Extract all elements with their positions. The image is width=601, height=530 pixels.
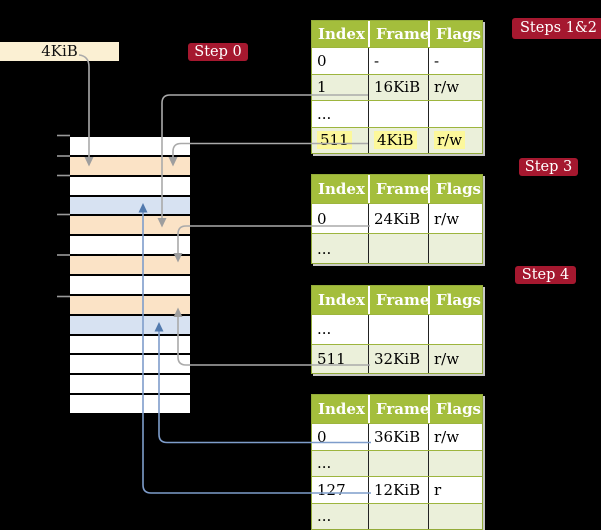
memory-row-8-peach [70,295,190,314]
header-cell-flags: Flags [428,395,482,423]
memory-row-12-white [70,375,190,394]
page-table-final-row-3-cell-0: ... [317,507,332,526]
page-table-step-3-row-1: ... [312,233,482,263]
highlighted-value: r/w [434,131,466,150]
memory-row-11-white [70,355,190,374]
memory-row-10-white [70,335,190,354]
page-table-final-row-2-cell-0: 127 [317,480,346,499]
header-cell-index: Index [318,400,365,418]
page-table-final-row-1: ... [312,449,482,476]
page-table-final-row-2-cell-1: 12KiB [368,477,428,503]
memory-row-6-peach [70,256,190,275]
page-table-step-4-row-0-cell-2 [428,315,482,344]
page-table-step-3-row-1-cell-0: ... [317,239,332,258]
page-table-steps-1-2-row-2: ... [312,100,482,127]
page-table-steps-1-2-row-0-cell-2: - [428,48,482,74]
page-table-final-row-1-cell-2 [428,450,482,476]
memory-row-4-peach [70,216,190,235]
page-table-final-row-0-cell-0: 0 [317,427,327,446]
page-table-steps-1-2-row-3-cell-2: r/w [428,127,482,153]
header-cell-frame: Frame [368,286,429,314]
page-table-final-row-1-cell-1 [368,450,428,476]
page-table-steps-1-2-row-2-cell-1 [368,101,428,127]
page-table-step-4-row-0-cell-1 [368,315,428,344]
page-table-final-row-0-cell-1: 36KiB [368,424,428,450]
page-table-step-4-row-1-cell-2: r/w [428,344,482,373]
page-table-steps-1-2-row-3-cell-0: 511 [312,128,368,154]
memory-strip [70,137,190,415]
memory-row-3-blue [70,196,190,215]
memory-row-9-blue [70,315,190,334]
page-table-steps-1-2-row-0: 0 -- [312,47,482,74]
memory-row-2-white [70,176,190,195]
page-table-steps-1-2-row-3: 511 4KiB r/w [312,126,482,154]
page-table-steps-1-2-row-1-cell-0: 1 [317,78,327,97]
page-table-final-row-0-cell-2: r/w [428,424,482,450]
memory-row-1-peach [70,156,190,175]
page-table-steps-1-2-row-0-cell-1: - [368,48,428,74]
header-cell-flags: Flags [428,175,482,203]
header-cell-frame: Frame [368,21,429,47]
page-table-steps-1-2-row-1-cell-1: 16KiB [368,74,428,100]
page-table-final-row-3-cell-1 [368,503,428,529]
page-table-steps-1-2-row-3-cell-1: 4KiB [368,127,428,153]
highlighted-value: 4KiB [374,131,417,150]
memory-row-13-white [70,395,190,414]
header-cell-flags: Flags [428,286,482,314]
page-table-final-row-2-cell-2: r [428,477,482,503]
page-table-step-3-row-0-cell-2: r/w [428,204,482,233]
page-table-final-row-3-cell-2 [428,503,482,529]
header-cell-flags: Flags [428,21,482,47]
page-table-step-3-row-0-cell-0: 0 [317,209,327,228]
badge-step-3: Step 3 [519,158,578,176]
page-table-steps-1-2-row-2-cell-0: ... [317,104,332,123]
memory-row-0-white [70,137,190,155]
memory-row-7-white [70,276,190,294]
page-table-steps-1-2-row-1-cell-2: r/w [428,74,482,100]
header-cell-frame: Frame [368,175,429,203]
page-table-final-row-3: ... [312,502,482,529]
header-cell-index: Index [318,291,365,309]
badge-step-0: Step 0 [188,43,248,61]
frame-boundary-ticks [57,134,70,298]
header-cell-frame: Frame [368,395,429,423]
header-cell-index: Index [318,180,365,198]
page-table-steps-1-2-row-2-cell-2 [428,101,482,127]
badge-steps-1-2: Steps 1&2 [512,18,601,39]
page-table-steps-1-2-row-0-cell-0: 0 [317,51,327,70]
page-table-step-3-row-1-cell-2 [428,234,482,263]
page-table-final-row-1-cell-0: ... [317,454,332,473]
free-frame-size-box: 4KiB [0,42,119,61]
badge-step-4: Step 4 [515,266,576,284]
page-table-step-4-row-0-cell-0: ... [317,320,332,339]
page-table-step-4-row-1-cell-0: 511 [317,349,346,368]
highlighted-value: 511 [317,131,352,150]
page-table-step-4-row-1-cell-1: 32KiB [368,344,428,373]
memory-row-5-white [70,236,190,255]
header-cell-index: Index [318,25,365,43]
page-table-step-4-row-0: ... [312,314,482,344]
page-table-step-3-row-0-cell-1: 24KiB [368,204,428,233]
page-table-step-3-row-1-cell-1 [368,234,428,263]
